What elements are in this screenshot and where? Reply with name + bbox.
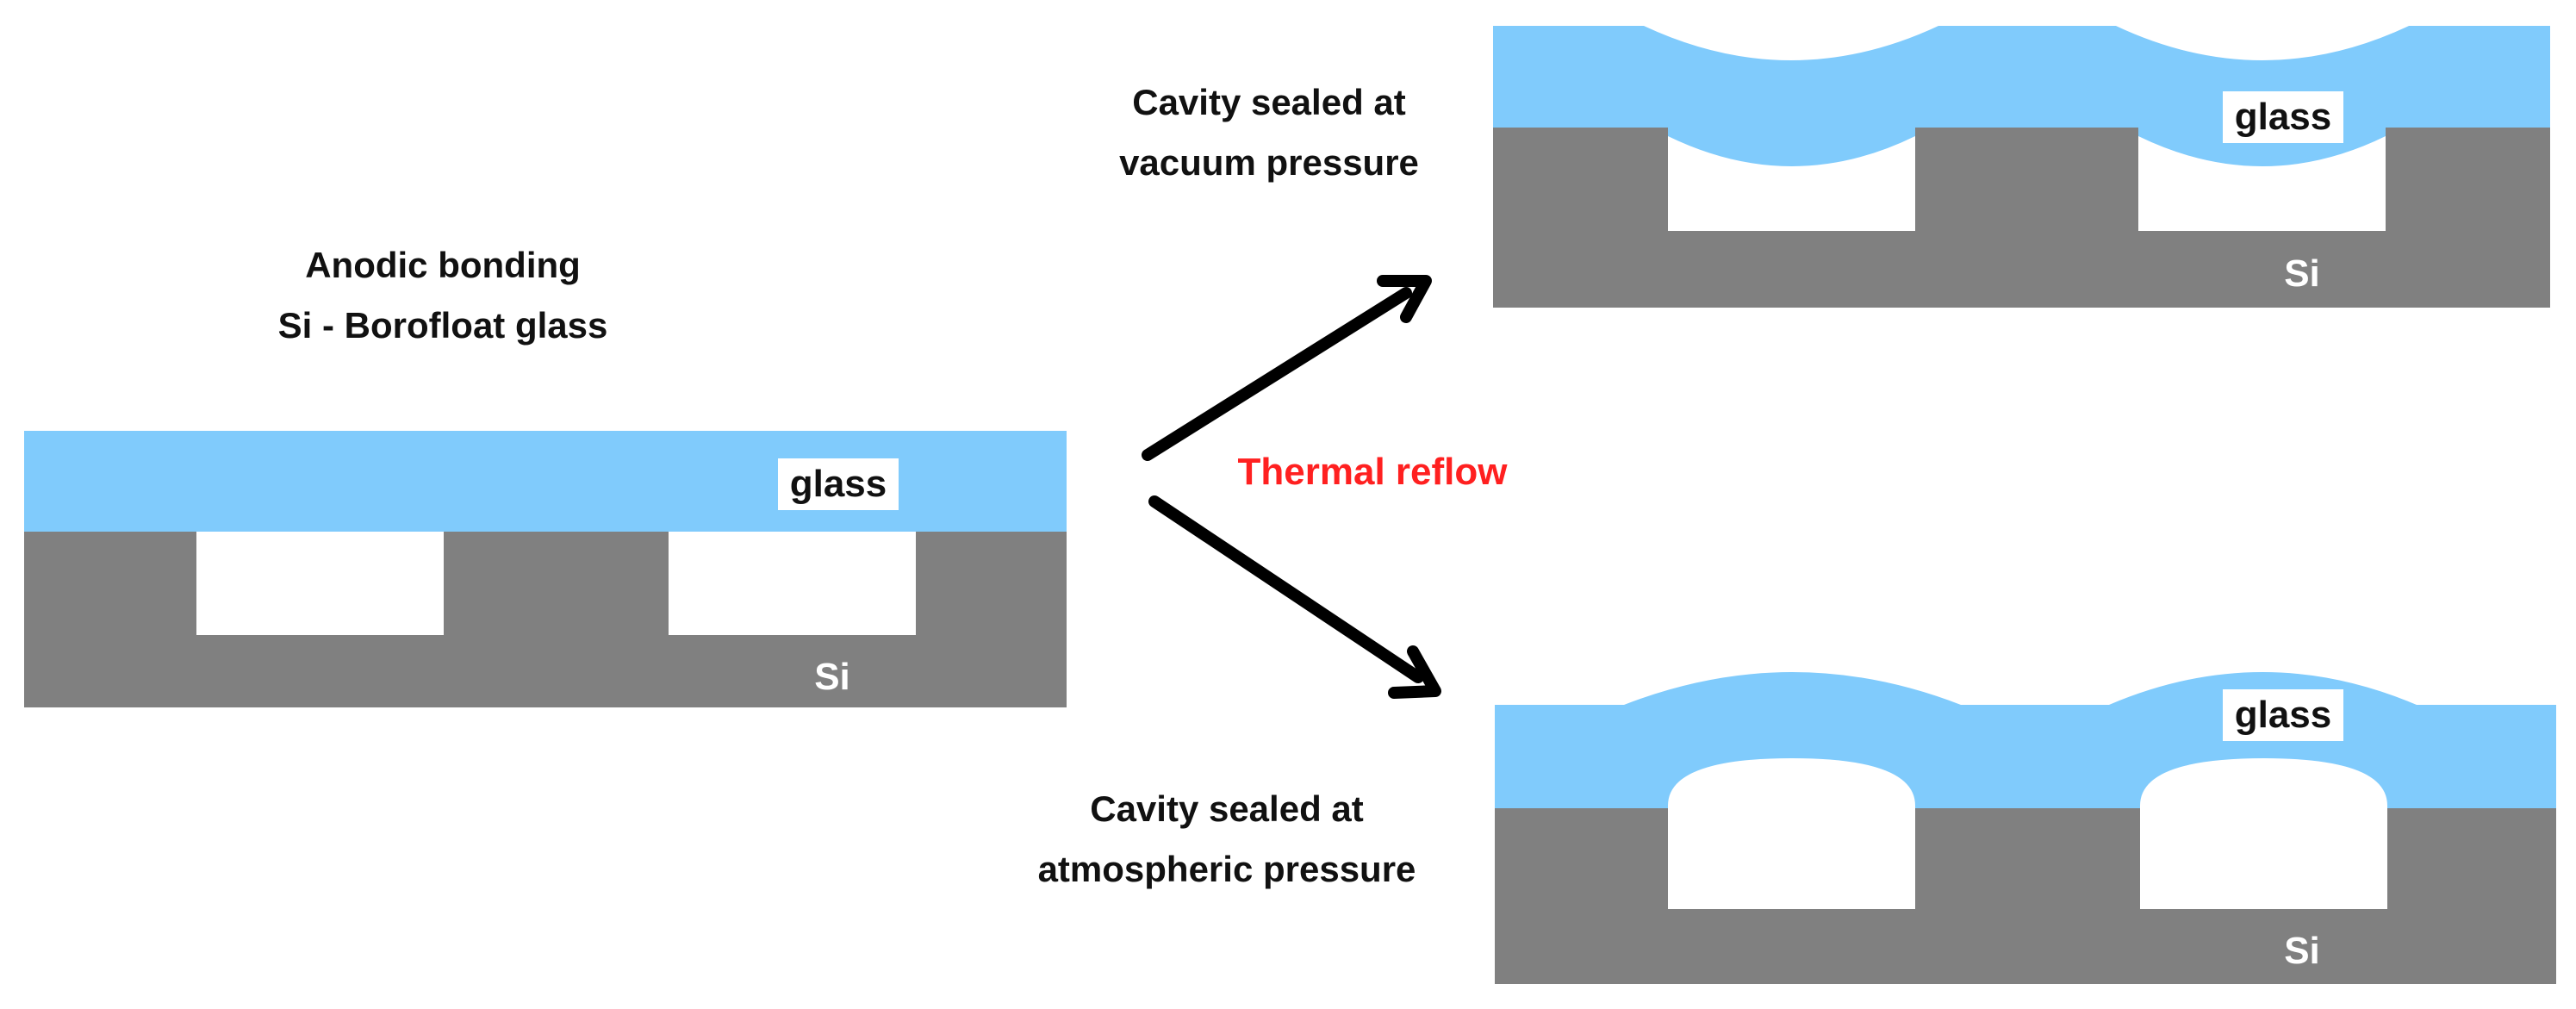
glass-layer bbox=[24, 431, 1067, 532]
caption-line1: Cavity sealed at bbox=[1090, 788, 1364, 829]
arrow-down-shaft bbox=[1148, 495, 1424, 683]
caption-line1: Cavity sealed at bbox=[1132, 82, 1406, 122]
cavity-left bbox=[1668, 758, 1915, 909]
glass-label-box bbox=[778, 458, 899, 510]
silicon-substrate bbox=[1493, 125, 2550, 308]
caption-line2: atmospheric pressure bbox=[1038, 849, 1416, 889]
glass-label: glass bbox=[2235, 96, 2332, 138]
glass-label-box bbox=[2223, 91, 2343, 143]
caption-line2: vacuum pressure bbox=[1119, 142, 1419, 183]
si-label: Si bbox=[814, 656, 850, 698]
cavity-right bbox=[669, 530, 916, 635]
initial-wafer-stack: glass Si bbox=[24, 431, 1067, 707]
atmospheric-sealed-stack: glass Si bbox=[1495, 672, 2556, 984]
panel-title-line2: Si - Borofloat glass bbox=[278, 305, 608, 346]
glass-layer bbox=[1495, 672, 2556, 808]
glass-label: glass bbox=[2235, 694, 2332, 736]
cavity-right bbox=[2140, 758, 2387, 909]
arrow-down-head bbox=[1388, 645, 1441, 699]
arrow-up-shaft bbox=[1142, 287, 1412, 461]
glass-label-box bbox=[2223, 689, 2343, 741]
panel-title-line1: Anodic bonding bbox=[305, 245, 581, 285]
process-label: Thermal reflow bbox=[1238, 451, 1509, 493]
process-arrows bbox=[1142, 275, 1441, 699]
silicon-substrate bbox=[1495, 806, 2556, 984]
si-label: Si bbox=[2284, 930, 2320, 972]
glass-label: glass bbox=[790, 463, 887, 505]
vacuum-sealed-stack: glass Si bbox=[1493, 26, 2550, 308]
cavity-left bbox=[196, 530, 444, 635]
si-label: Si bbox=[2284, 252, 2320, 295]
arrow-up-head bbox=[1377, 275, 1432, 323]
